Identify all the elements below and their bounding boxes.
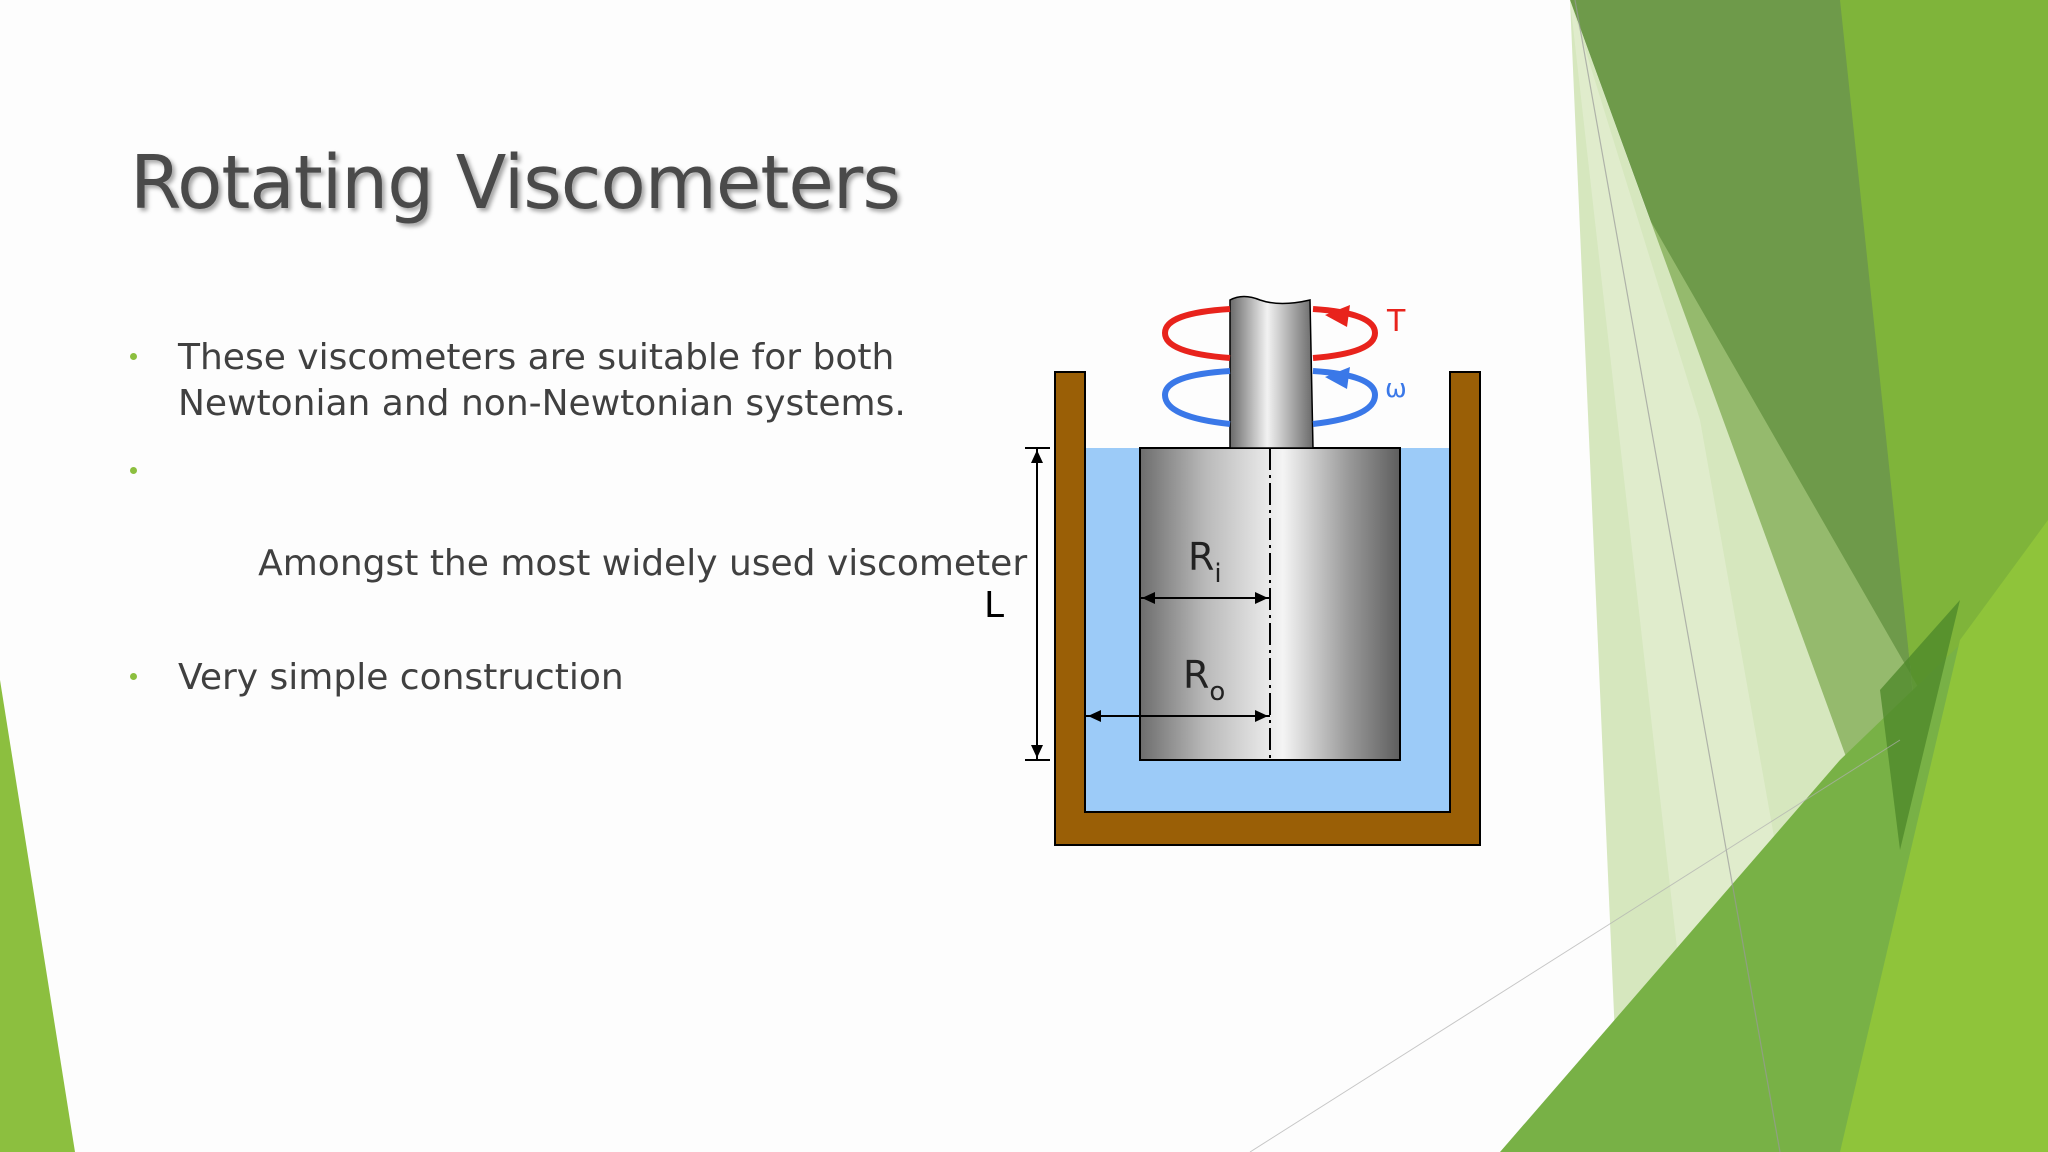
bullet-icon [130, 673, 137, 680]
inner-radius-label: Ri [1188, 535, 1222, 589]
bullet-text: Very simple construction [178, 657, 624, 698]
thin-line-2 [1249, 739, 1901, 1152]
bullet-item: These viscometers are suitable for both … [130, 335, 930, 427]
left-green-shape [0, 680, 75, 1152]
outer-radius-base: R [1183, 653, 1209, 697]
outer-radius-label: Ro [1183, 653, 1225, 707]
length-arrow-up [1031, 450, 1043, 463]
omega-label: ω [1385, 374, 1407, 404]
bullet-icon [130, 353, 137, 360]
bullet-item: Amongst the most widely used viscometer [130, 449, 1027, 633]
outer-radius-arrow-left [1088, 710, 1101, 722]
torque-arrow-head [1325, 305, 1350, 327]
outer-radius-sub: o [1209, 677, 1225, 707]
bullet-text: Amongst the most widely used viscometer [246, 543, 1028, 584]
omega-arrow-head [1325, 367, 1350, 389]
container-cup [1054, 371, 1481, 846]
right-bright-green-panel [1840, 520, 2048, 1152]
slide-title: Rotating Viscometers [130, 140, 901, 226]
inner-radius-sub: i [1214, 559, 1221, 589]
inner-radius-base: R [1188, 535, 1214, 579]
inner-radius-arrow-left [1142, 592, 1155, 604]
bullet-list: These viscometers are suitable for both … [130, 335, 1027, 723]
bullet-item: Very simple construction [130, 655, 930, 701]
bullet-text: These viscometers are suitable for both … [178, 337, 906, 424]
torque-label: T [1386, 304, 1406, 339]
thin-line-1 [1574, 0, 1781, 1152]
viscometer-diagram: T ω L Ri Ro [984, 295, 1481, 846]
length-arrow-down [1031, 745, 1043, 758]
inner-radius-arrow-right [1255, 592, 1268, 604]
bullet-icon [130, 467, 137, 474]
shaft [1229, 295, 1314, 449]
right-dark-accent-panel [1880, 600, 1960, 850]
length-label: L [984, 585, 1004, 626]
outer-radius-arrow-right [1255, 710, 1268, 722]
